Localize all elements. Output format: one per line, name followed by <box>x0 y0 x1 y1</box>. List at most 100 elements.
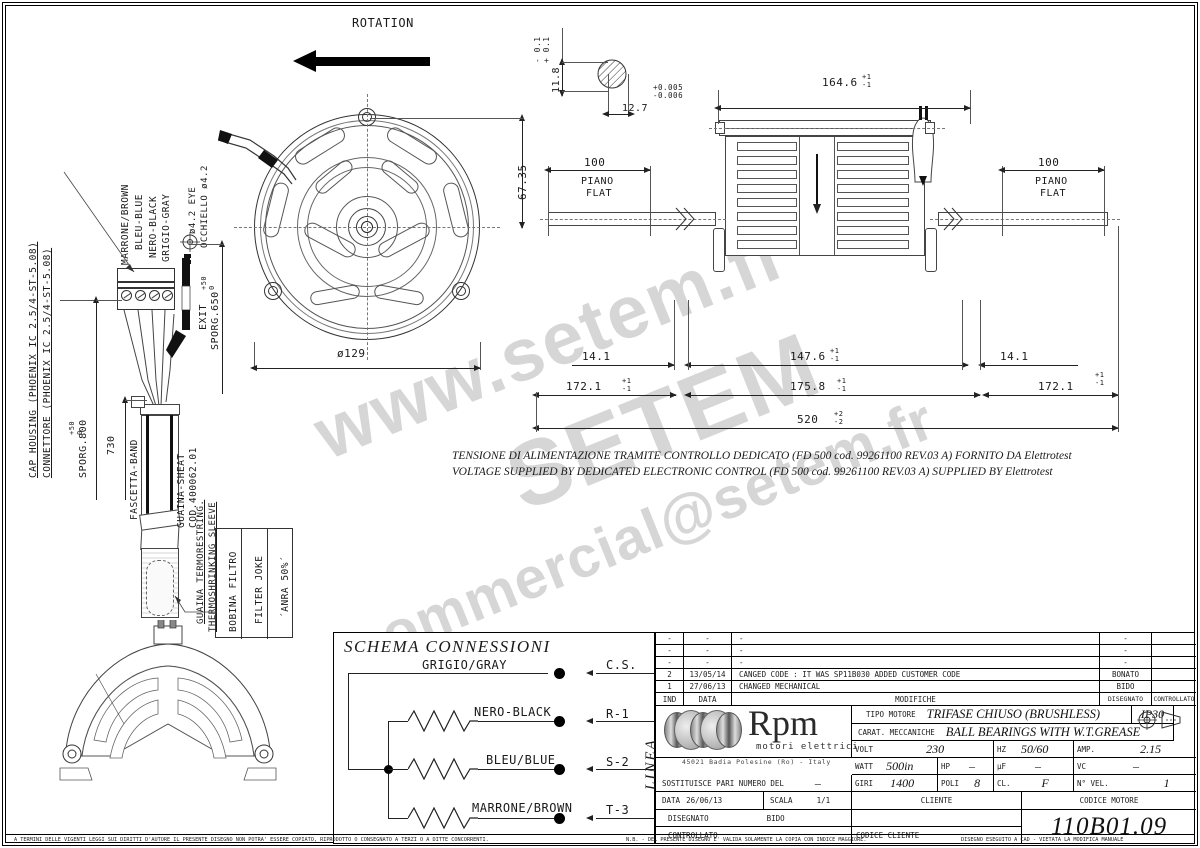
side-dim-body-tol-up: +1 <box>862 73 872 81</box>
poli-value: 8 <box>974 775 981 790</box>
rev-data-2: - <box>705 658 710 667</box>
rev-data-3: 13/05/14 <box>689 670 726 679</box>
label-sporg800: SPORG.800 <box>78 419 89 478</box>
schema-resistor-1 <box>408 709 478 733</box>
schema-resistor-3 <box>408 806 478 830</box>
tipo-motore-value: TRIFASE CHIUSO (BRUSHLESS) <box>926 707 1101 721</box>
notice-english: VOLTAGE SUPPLIED BY DEDICATED ELECTRONIC… <box>452 466 1053 478</box>
filter-callout-leader <box>174 595 217 613</box>
front-dim-height: 67.35 <box>516 164 529 200</box>
rev-data-4: 27/06/13 <box>689 682 726 691</box>
tipo-motore-label: TIPO MOTORE <box>866 710 916 719</box>
projection-symbol-icon <box>1134 705 1194 737</box>
side-dim-body-tol-dn: -1 <box>862 81 872 89</box>
title-block: - - - - - - - - - - - - 2 13/05/14 CANGE… <box>655 632 1196 844</box>
rev-ind-1: - <box>667 646 672 655</box>
scala-value: 1/1 <box>816 796 831 805</box>
label-dim-730: 730 <box>106 435 117 455</box>
legal-text-right: DISEGNO ESEGUITO A CAD - VIETATA LA MODI… <box>961 837 1124 843</box>
uf-label: µF <box>997 761 1007 771</box>
rev-desc-0: - <box>739 634 744 643</box>
filter-coil-callout <box>215 528 293 639</box>
side-dim-body-value: 164.6 <box>822 76 858 89</box>
motor-side-view <box>709 106 945 283</box>
label-anra: ´ANRA 50%´ <box>280 555 291 618</box>
schema-arrow-0 <box>586 670 593 676</box>
label-fascetta: FASCETTA-BAND <box>129 439 140 520</box>
rev-ind-3: 2 <box>667 670 672 679</box>
terminal-connector <box>117 268 175 312</box>
carat-label: CARAT. MECCANICHE <box>858 727 935 737</box>
company-address: 45021 Badia Polesine (Ro) - Italy <box>682 758 831 766</box>
label-sporg800-tol-up: +50 <box>68 420 76 435</box>
vc-label: VC <box>1077 761 1087 771</box>
codice-cliente-label: CODICE CLIENTE <box>856 831 920 840</box>
company-logo: Rpm motori elettrici 45021 Badia Polesin… <box>656 703 858 786</box>
label-guaina-sheat: GUAINA-SHEAT <box>176 453 187 528</box>
cl-label: CL. <box>997 778 1011 788</box>
shaft-left-tol-up: +1 <box>622 377 632 385</box>
label-eye-it: OCCHIELLO ø4.2 <box>200 165 210 248</box>
hp-label: HP <box>941 761 951 771</box>
uf-value: – <box>1035 758 1042 773</box>
label-cap-housing: CAP HOUSING (PHOENIX IC 2.5/4-ST-5.08) <box>28 241 39 478</box>
giri-label: GIRI <box>855 778 874 788</box>
hp-value: – <box>969 758 976 773</box>
mid-span-tol-dn: -1 <box>837 385 847 393</box>
step-left-value: 14.1 <box>582 350 611 363</box>
terminal-screw-1 <box>121 290 132 301</box>
connection-schema: SCHEMA CONNESSIONI GRIGIO/GRAY C.S. NERO… <box>333 632 655 844</box>
keyway-tol-12-7-up: +0.005 <box>653 83 684 92</box>
front-dim-diameter: ø129 <box>337 347 366 360</box>
flat-left-value: 100 <box>584 156 606 169</box>
vc-value: – <box>1133 758 1140 773</box>
shaft-right-tol-up: +1 <box>1095 371 1105 379</box>
giri-value: 1400 <box>890 775 915 790</box>
schema-terminal-label-2: S-2 <box>606 755 630 769</box>
schema-arrow-3 <box>586 815 593 821</box>
controllato-label: CONTROLLATO <box>668 831 718 840</box>
data-label: DATA <box>662 796 681 805</box>
total-value: 520 <box>797 413 819 426</box>
hz-value: 50/60 <box>1021 741 1049 756</box>
schema-title: SCHEMA CONNESSIONI <box>344 637 551 656</box>
amp-value: 2.15 <box>1140 741 1162 756</box>
codice-motore-value: 110B01.09 <box>1050 813 1168 840</box>
terminal-screw-3 <box>149 290 160 301</box>
rotation-arrow-icon <box>293 50 430 72</box>
rev-ind-2: - <box>667 658 672 667</box>
total-tol-dn: -2 <box>834 418 844 426</box>
label-filter-joke: FILTER JOKE <box>254 555 265 624</box>
schema-terminal-dot-3 <box>554 813 565 824</box>
rev-ind-0: - <box>667 634 672 643</box>
rev-header-modifiche: MODIFICHE <box>895 694 936 704</box>
company-tagline: motori elettrici <box>756 742 859 752</box>
watt-value: 500in <box>886 758 914 773</box>
scala-label: SCALA <box>770 796 793 805</box>
schema-wire-label-0: GRIGIO/GRAY <box>422 658 507 672</box>
notice-italian: TENSIONE DI ALIMENTAZIONE TRAMITE CONTRO… <box>452 450 1072 462</box>
carat-value: BALL BEARINGS WITH W.T.GREASE <box>945 724 1141 739</box>
connector-callout-leader <box>63 171 135 273</box>
shaft-left-value: 172.1 <box>566 380 602 393</box>
label-exit: EXIT <box>198 303 209 330</box>
sostituisce-label: SOSTITUISCE PARI NUMERO DEL <box>662 778 784 788</box>
rotation-label: ROTATION <box>352 16 414 30</box>
label-connettore: CONNETTORE (PHOENIX IC 2.5/4-ST-5.08) <box>42 247 53 478</box>
rev-disegnato-1: - <box>1123 646 1128 655</box>
hz-label: HZ <box>997 744 1007 754</box>
wire-bundle <box>123 310 175 407</box>
rev-desc-2: - <box>739 658 744 667</box>
data-value: 26/06/13 <box>686 796 723 805</box>
schema-arrow-1 <box>586 718 593 724</box>
filter-coil <box>146 560 174 616</box>
rev-desc-3: CANGED CODE : IT WAS SP11B030 ADDED CUST… <box>739 670 961 679</box>
flat-left-label-en: FLAT <box>586 188 613 199</box>
disegnato-value: BIDO <box>766 813 785 823</box>
center-tol-dn: -1 <box>830 355 840 363</box>
step-right-value: 14.1 <box>1000 350 1029 363</box>
rev-disegnato-0: - <box>1123 634 1128 643</box>
cable-band-tab <box>131 396 145 408</box>
